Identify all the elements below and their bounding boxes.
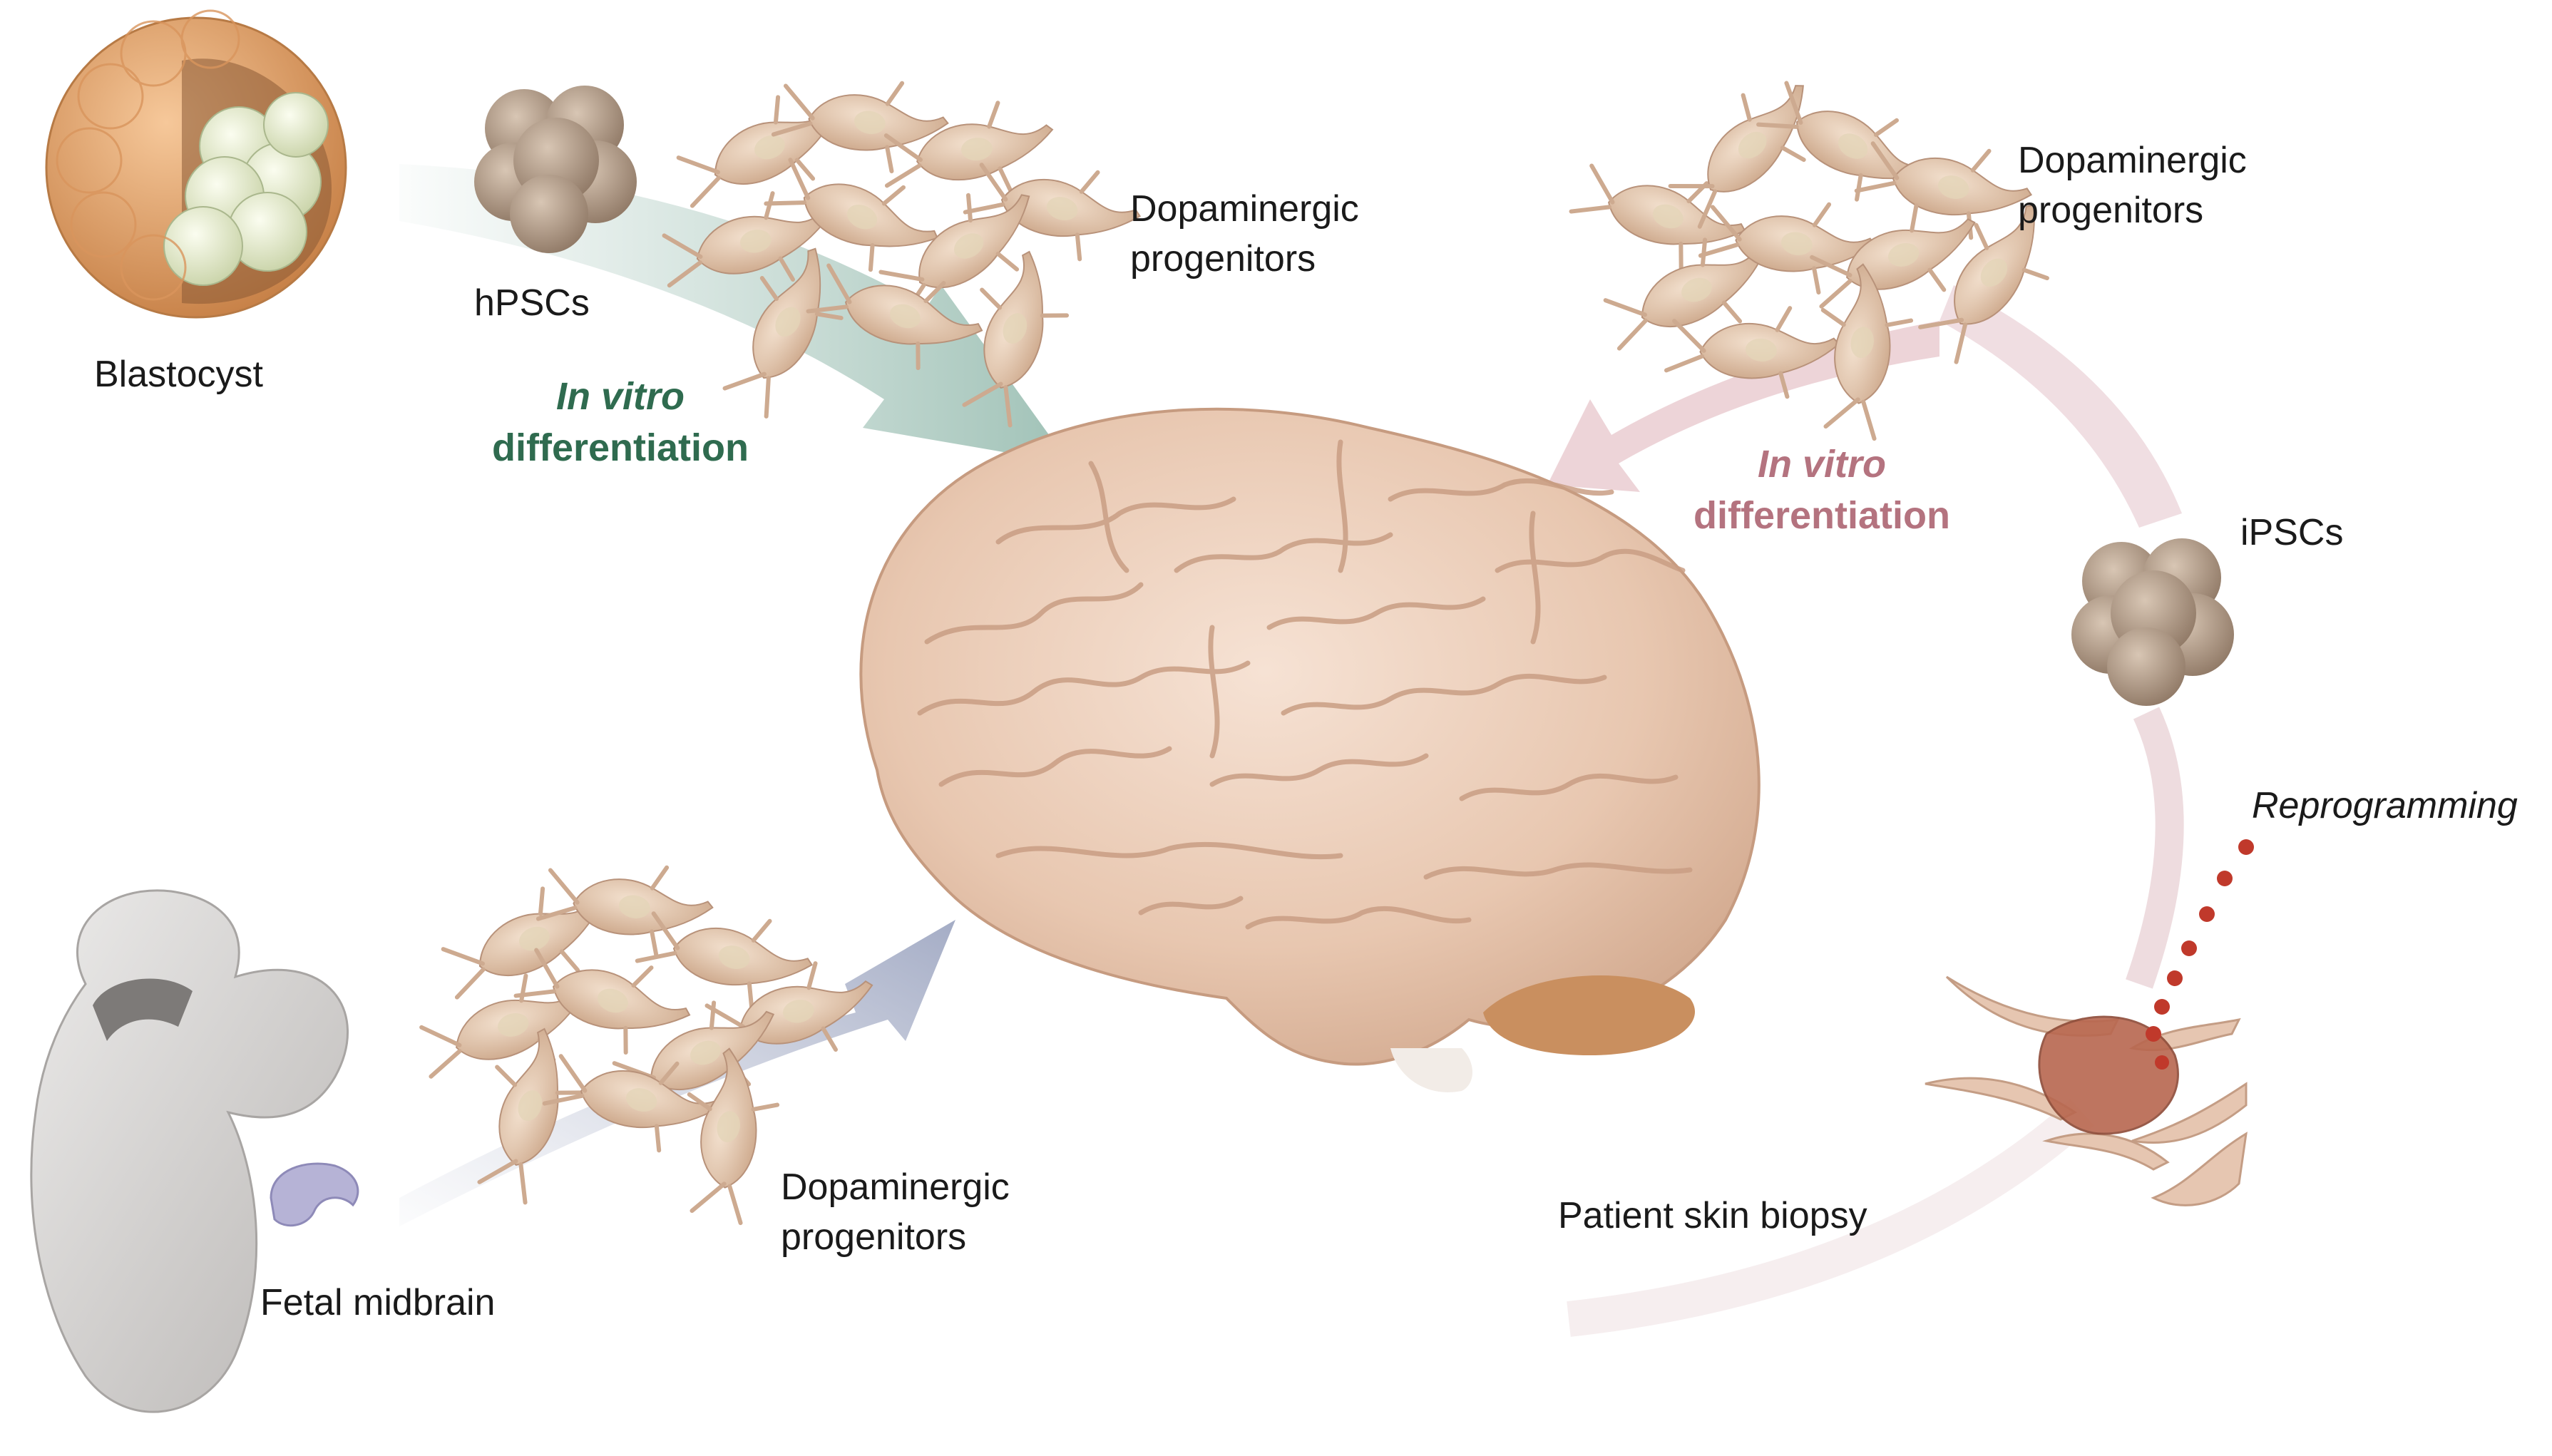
label-dopaminergic-bottom: Dopaminergic xyxy=(781,1167,1010,1208)
label-fetal-midbrain: Fetal midbrain xyxy=(260,1282,496,1323)
brain-illustration xyxy=(859,407,1761,1092)
fetal-midbrain-piece-illustration xyxy=(270,1162,359,1227)
label-in-vitro-differentiation-right: In vitro differentiation xyxy=(1693,439,1950,541)
label-dopaminergic-top-right: Dopaminergic xyxy=(2018,140,2247,181)
label-reprogramming: Reprogramming xyxy=(2252,785,2518,826)
label-differentiation-right: differentiation xyxy=(1693,494,1950,537)
label-dopaminergic-progenitors-top-left: Dopaminergic progenitors xyxy=(1130,184,1359,284)
blastocyst-illustration xyxy=(45,9,347,319)
label-ipscs: iPSCs xyxy=(2240,512,2344,553)
label-progenitors-bottom: progenitors xyxy=(781,1216,967,1258)
label-progenitors-top-left: progenitors xyxy=(1130,238,1316,280)
label-differentiation-left: differentiation xyxy=(492,426,749,469)
label-in-vitro-differentiation-left: In vitro differentiation xyxy=(492,371,749,473)
label-dopaminergic-progenitors-top-right: Dopaminergic progenitors xyxy=(2018,135,2247,235)
label-patient-skin-biopsy: Patient skin biopsy xyxy=(1558,1195,1867,1236)
ipscs-cluster-illustration xyxy=(2071,538,2234,706)
neuron-cluster-top-right xyxy=(1566,61,2077,441)
label-hpscs: hPSCs xyxy=(474,282,590,324)
reprogramming-factors-dots xyxy=(2146,839,2254,1070)
fetal-brain-illustration xyxy=(30,889,349,1413)
label-blastocyst: Blastocyst xyxy=(94,354,263,395)
label-dopaminergic-top-left: Dopaminergic xyxy=(1130,188,1359,230)
label-in-vitro-right: In vitro xyxy=(1757,443,1886,486)
label-in-vitro-left: In vitro xyxy=(555,375,685,418)
label-dopaminergic-progenitors-bottom: Dopaminergic progenitors xyxy=(781,1162,1010,1262)
label-progenitors-top-right: progenitors xyxy=(2018,190,2204,231)
skin-biopsy-cells-illustration xyxy=(1925,975,2248,1206)
